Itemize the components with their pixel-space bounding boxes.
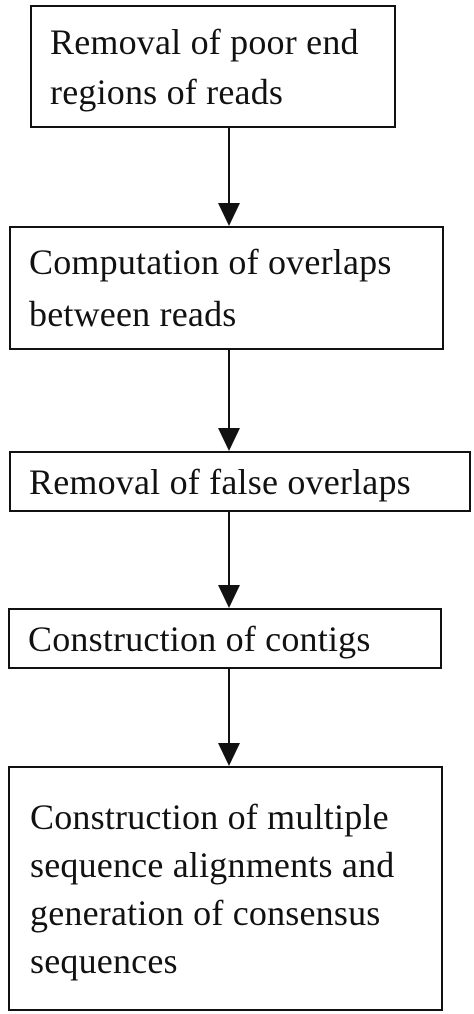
step-box-construction-of-contigs: Construction of contigs: [8, 608, 442, 669]
step-label: Computation of overlaps between reads: [29, 242, 392, 334]
step-box-multiple-sequence-alignments: Construction of multiple sequence alignm…: [8, 766, 443, 1011]
step-label: Construction of contigs: [28, 618, 371, 659]
step-box-removal-poor-end-regions: Removal of poor end regions of reads: [30, 5, 396, 128]
step-box-computation-of-overlaps: Computation of overlaps between reads: [9, 226, 444, 350]
arrow-step2-to-step3: [218, 350, 240, 451]
arrow-step4-to-step5: [218, 669, 240, 766]
step-label: Removal of false overlaps: [29, 461, 411, 502]
arrow-step3-to-step4: [218, 512, 240, 608]
step-label: Removal of poor end regions of reads: [50, 21, 359, 112]
step-label: Construction of multiple sequence alignm…: [30, 796, 395, 981]
arrow-step1-to-step2: [218, 128, 240, 226]
step-box-removal-false-overlaps: Removal of false overlaps: [9, 451, 471, 512]
